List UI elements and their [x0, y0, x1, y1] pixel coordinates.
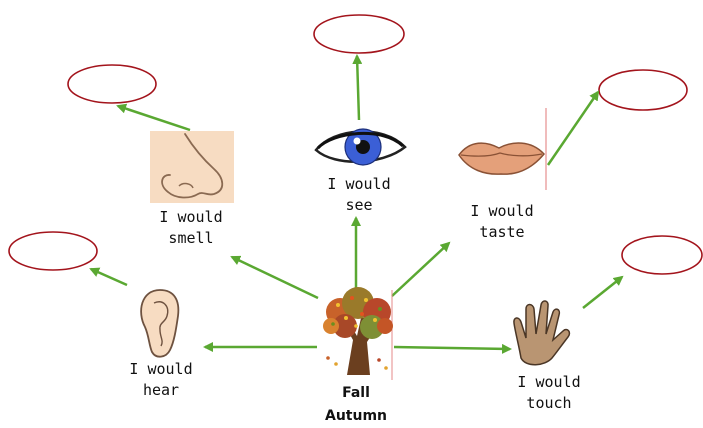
arrow-center-to-smell — [232, 257, 318, 298]
lips-icon — [459, 108, 546, 190]
answer-bubble-smell[interactable] — [68, 65, 156, 103]
sense-label-see: I would see — [318, 174, 400, 216]
sense-label-see-line2: see — [318, 195, 400, 216]
sense-label-touch-line1: I would — [504, 372, 594, 393]
arrow-center-to-touch — [394, 347, 510, 349]
sense-label-smell: I would smell — [146, 207, 236, 249]
sense-label-touch: I would touch — [504, 372, 594, 414]
arrow-eye-to-bubble — [357, 56, 359, 120]
sense-label-taste-line1: I would — [457, 201, 547, 222]
nose-icon — [150, 131, 234, 203]
answer-bubble-taste[interactable] — [599, 70, 687, 110]
arrow-center-to-taste — [392, 243, 449, 296]
sense-label-taste: I would taste — [457, 201, 547, 243]
sense-label-smell-line2: smell — [146, 228, 236, 249]
answer-bubble-hear[interactable] — [9, 232, 97, 270]
sense-label-see-line1: I would — [318, 174, 400, 195]
center-label: Fall Autumn — [320, 382, 392, 428]
arrow-ear-to-bubble — [91, 269, 127, 285]
answer-bubble-touch[interactable] — [622, 236, 702, 274]
sense-label-hear-line2: hear — [118, 380, 204, 401]
arrow-hand-to-bubble — [583, 277, 622, 308]
arrow-nose-to-bubble — [118, 106, 190, 130]
sense-label-taste-line2: taste — [457, 222, 547, 243]
sense-label-smell-line1: I would — [146, 207, 236, 228]
center-label-fall: Fall — [320, 382, 392, 405]
sense-label-hear-line1: I would — [118, 359, 204, 380]
ear-icon — [141, 290, 178, 357]
eye-icon — [316, 129, 405, 165]
center-label-autumn: Autumn — [320, 405, 392, 428]
sense-label-hear: I would hear — [118, 359, 204, 401]
answer-bubble-see[interactable] — [314, 15, 404, 53]
arrow-lips-to-bubble — [548, 92, 598, 165]
tree-icon — [323, 287, 393, 380]
sense-label-touch-line2: touch — [504, 393, 594, 414]
hand-icon — [514, 301, 570, 365]
